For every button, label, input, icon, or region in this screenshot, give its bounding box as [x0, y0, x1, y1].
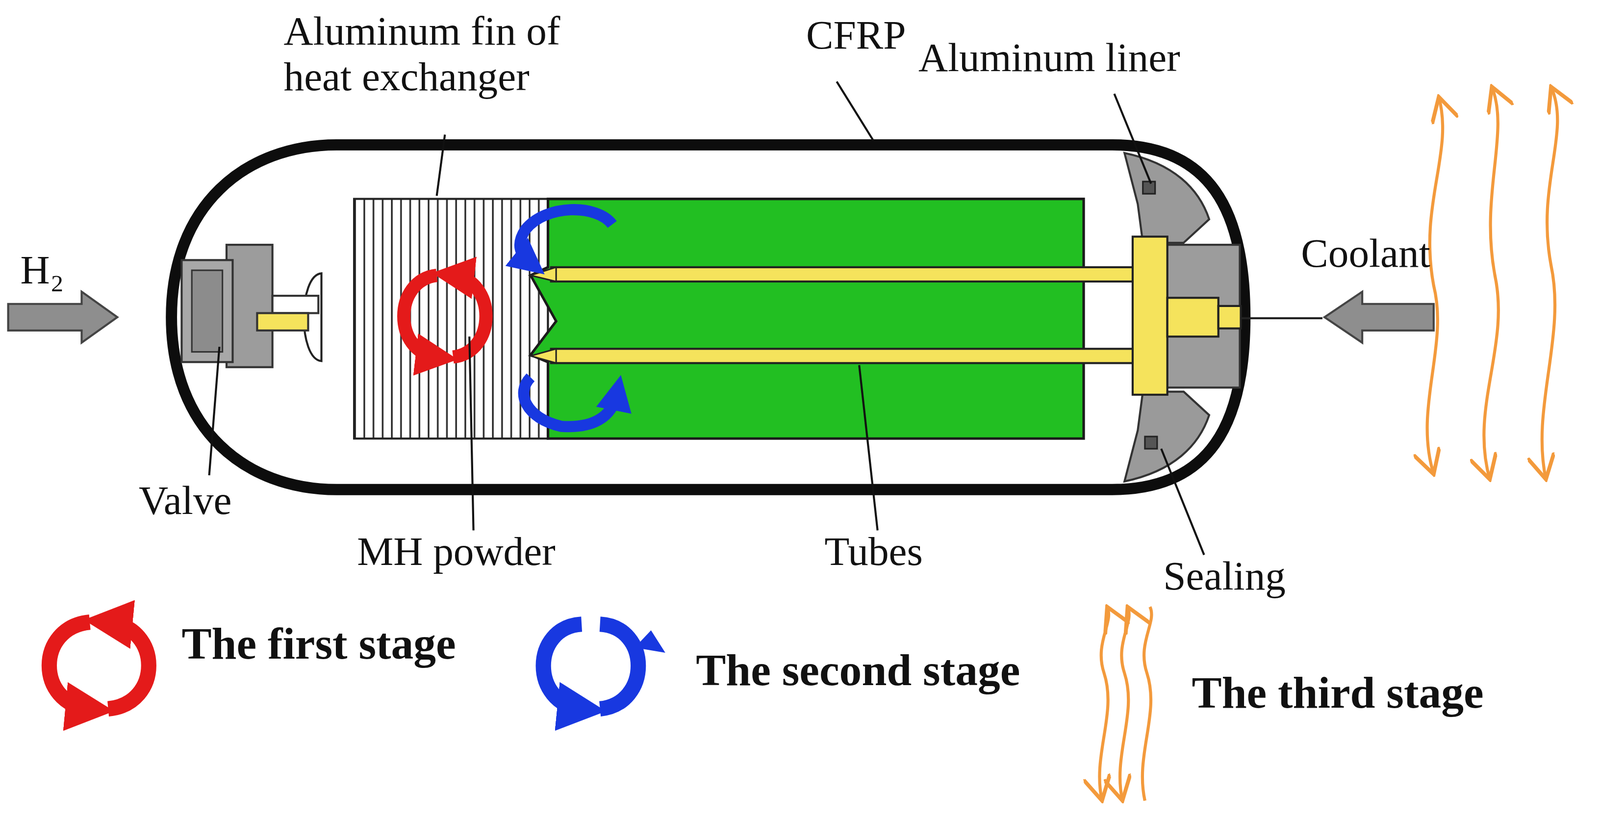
part-label: Sealing: [1163, 553, 1286, 599]
legend-text: The first stage: [181, 618, 456, 669]
part-label: MH powder: [356, 528, 556, 575]
legend-text: The second stage: [695, 644, 1020, 696]
legend-text: The third stage: [1192, 667, 1484, 718]
inlet-label: Coolant: [1300, 230, 1431, 277]
part-label: Tubes: [824, 528, 923, 575]
part-label: CFRP: [806, 12, 907, 58]
part-label: Valve: [138, 477, 232, 524]
part-label: Aluminum fin of heat exchanger: [283, 8, 636, 100]
inlet-label: H₂: [20, 247, 65, 293]
part-label: Aluminum liner: [918, 34, 1181, 81]
